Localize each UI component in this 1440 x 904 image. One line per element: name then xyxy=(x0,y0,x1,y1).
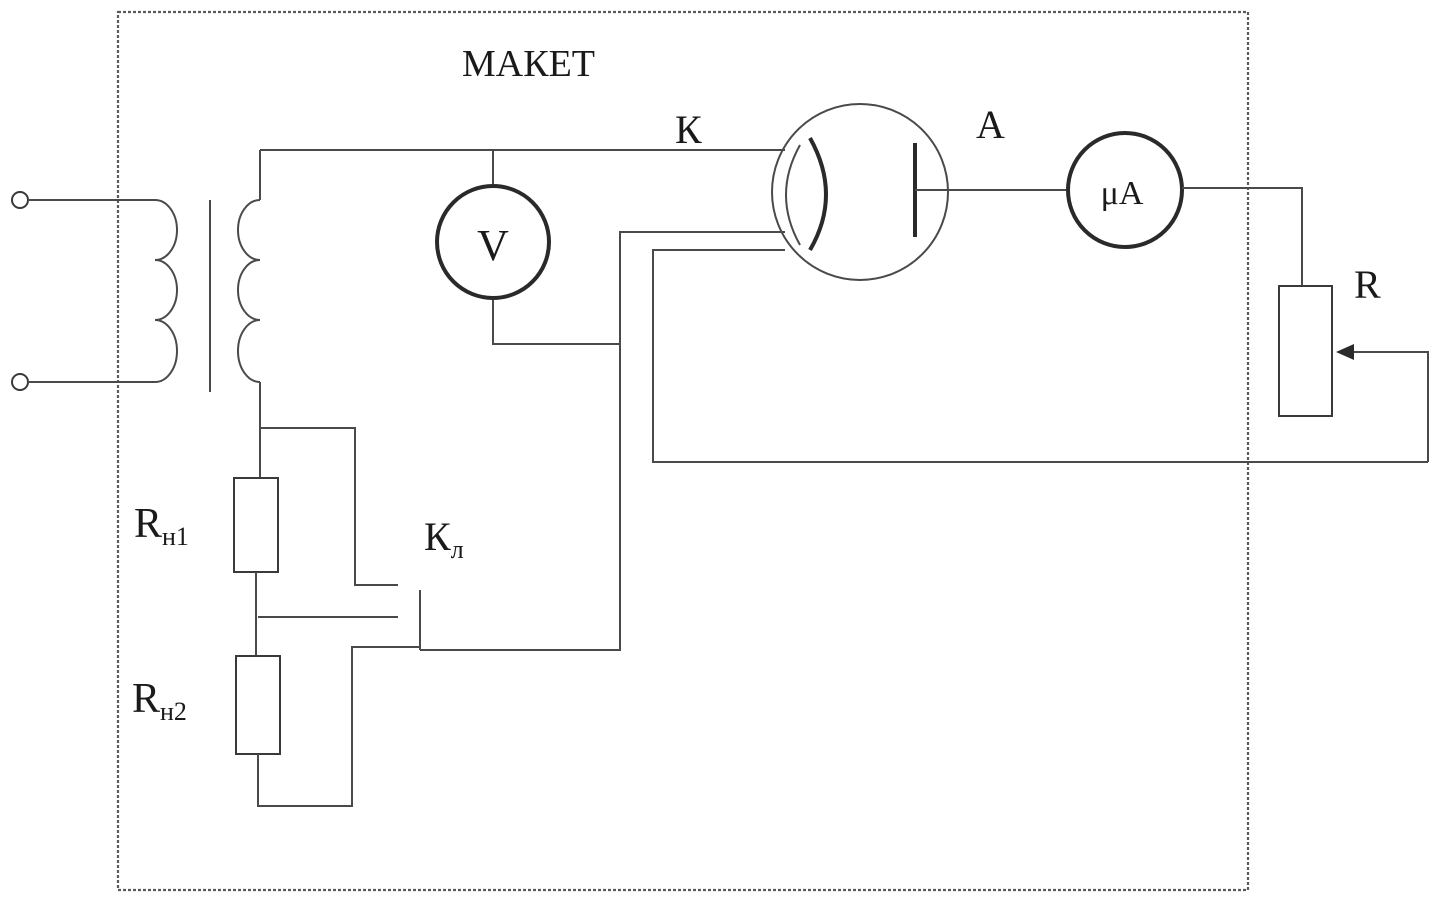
primary-winding xyxy=(154,199,178,383)
maket-frame xyxy=(116,10,1250,892)
voltmeter: V xyxy=(435,184,551,300)
load-resistor-2 xyxy=(235,655,281,755)
photocell-tube xyxy=(771,103,949,281)
cathode-label: К xyxy=(675,107,702,152)
cathode-inner-arc xyxy=(785,144,801,246)
microammeter: μA xyxy=(1066,131,1184,249)
cathode-electrode xyxy=(808,137,828,252)
rheostat-slider-wire xyxy=(1346,351,1429,462)
load-resistor-2-label: Rн2 xyxy=(132,676,187,726)
rheostat-slider-arrow xyxy=(1336,344,1354,360)
voltmeter-label: V xyxy=(477,221,509,270)
load-resistor-1 xyxy=(233,477,279,573)
return-wire-left xyxy=(420,231,785,651)
anode-label: А xyxy=(976,102,1005,147)
key-switch xyxy=(258,427,421,650)
rheostat xyxy=(1278,285,1429,462)
microammeter-label: μA xyxy=(1101,175,1144,212)
input-terminal-top xyxy=(11,191,29,209)
input-terminal-bottom xyxy=(11,373,29,391)
transformer xyxy=(154,150,261,478)
input-terminals xyxy=(11,191,155,391)
return-wire-bottom xyxy=(652,249,1428,463)
load-resistor-1-label: Rн1 xyxy=(134,501,189,551)
maket-label: МАКЕТ xyxy=(462,43,595,85)
rheostat-label: R xyxy=(1354,262,1381,307)
key-label: Кл xyxy=(424,514,464,564)
secondary-winding xyxy=(237,199,261,383)
